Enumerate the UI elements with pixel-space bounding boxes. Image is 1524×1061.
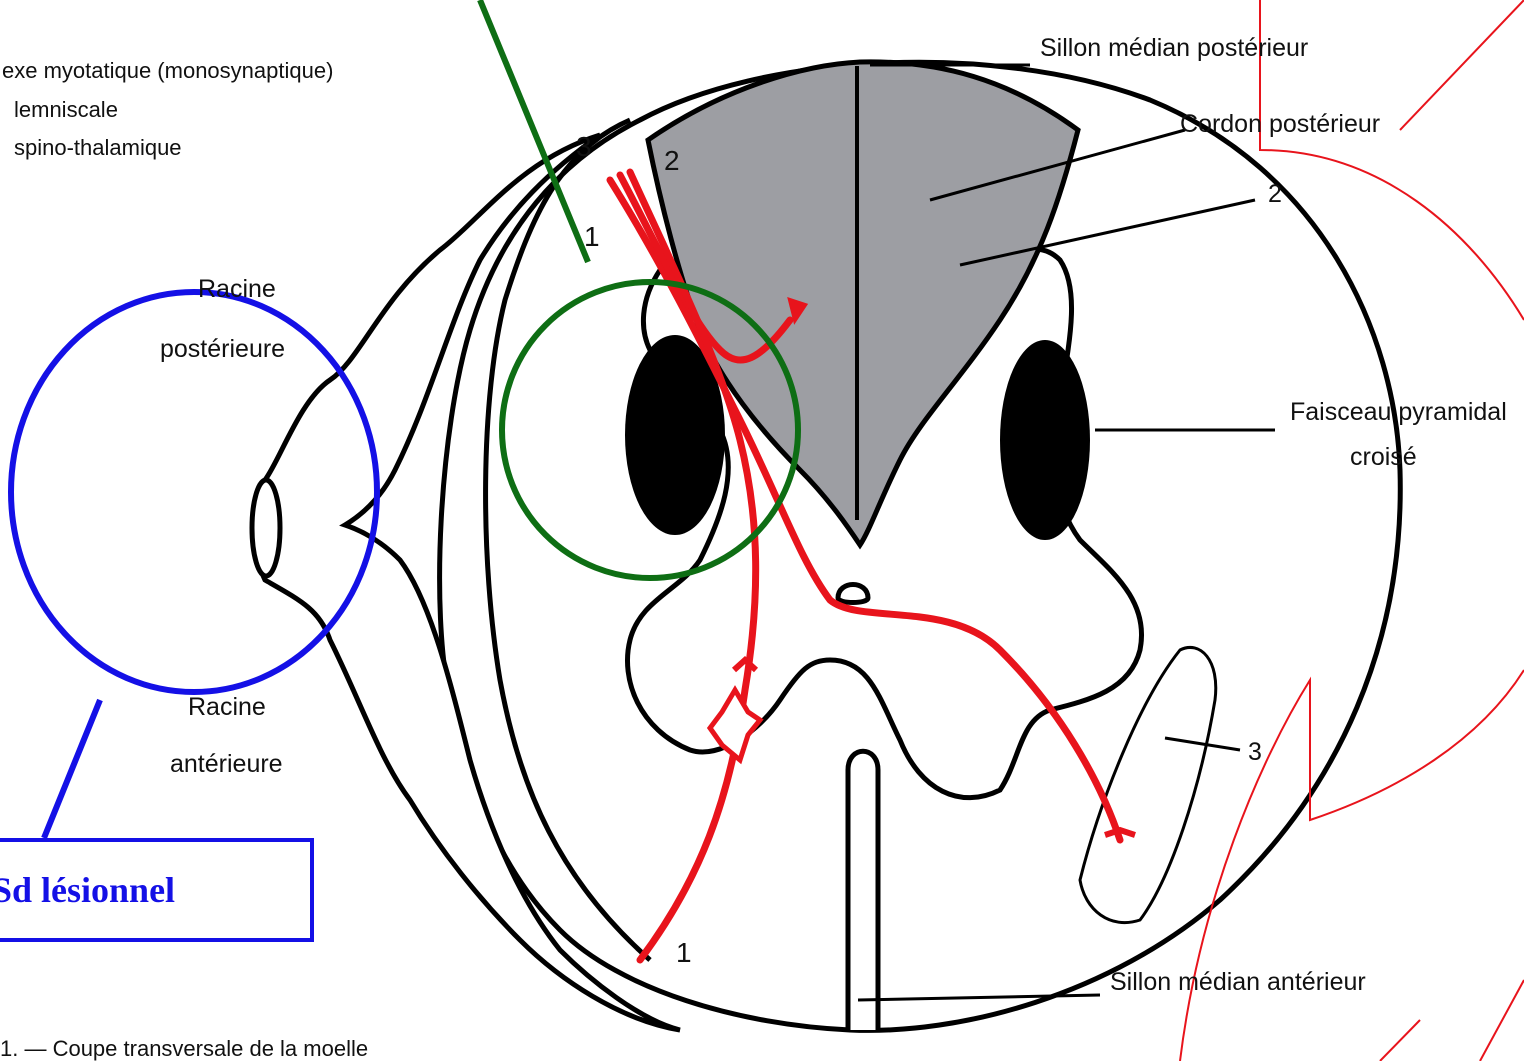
label-faisceau-croise: croisé: [1350, 443, 1417, 471]
root-opening: [252, 480, 280, 576]
label-racine-posterieure-2: postérieure: [160, 335, 285, 363]
label-sillon-median-posterieur: Sillon médian postérieur: [1040, 34, 1308, 62]
lesion-line: [44, 700, 100, 838]
label-1-bottom: 1: [676, 937, 692, 968]
label-racine-anterieure-2: antérieure: [170, 750, 283, 778]
lesion-annotation-text: Sd lésionnel: [0, 869, 175, 911]
legend-line-2: lemniscale: [14, 97, 118, 122]
label-3-right: 3: [1248, 738, 1262, 766]
legend-line-3: spino-thalamique: [14, 135, 182, 160]
label-sillon-median-anterieur: Sillon médian antérieur: [1110, 968, 1366, 996]
anterior-median-fissure: [848, 751, 878, 1030]
pyramidal-tract-right: [1000, 340, 1090, 540]
legend-line-1: exe myotatique (monosynaptique): [2, 58, 333, 83]
label-1-top: 1: [584, 221, 600, 252]
figure-caption: 1. — Coupe transversale de la moelle: [0, 1036, 368, 1061]
central-canal: [838, 585, 868, 603]
label-racine-posterieure-1: Racine: [198, 275, 276, 303]
lesion-annotation-box: Sd lésionnel: [0, 838, 314, 942]
label-2-right: 2: [1268, 180, 1282, 208]
label-racine-anterieure-1: Racine: [188, 693, 266, 721]
label-3-top: 3: [576, 131, 592, 162]
label-2-top: 2: [664, 145, 680, 176]
label-faisceau-pyramidal: Faisceau pyramidal: [1290, 398, 1507, 426]
label-cordon-posterieur: Cordon postérieur: [1180, 110, 1380, 138]
